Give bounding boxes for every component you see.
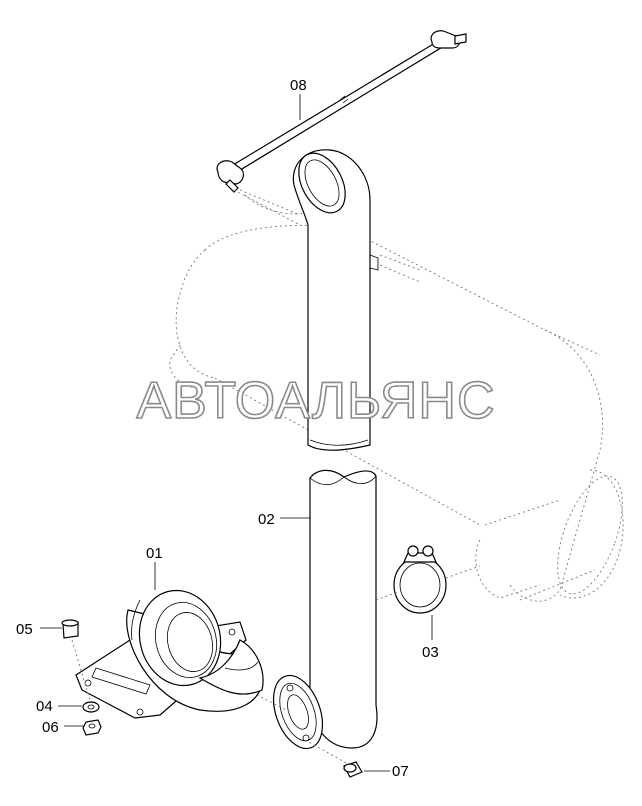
exhaust-pipe-upper: [292, 149, 379, 451]
stay-rod: [216, 30, 467, 226]
callout-04: 04: [36, 698, 53, 715]
ghost-muffler: [169, 189, 624, 602]
callout-06: 06: [42, 719, 59, 736]
callout-03: 03: [422, 644, 439, 661]
bolt-07: [304, 739, 363, 778]
washer-04: [82, 701, 100, 713]
bolt-05: [61, 619, 91, 701]
callout-05: 05: [16, 621, 33, 638]
callout-02: 02: [258, 511, 275, 528]
exhaust-pipe-lower: [309, 469, 378, 749]
pipe-clamp: [375, 545, 481, 614]
watermark-text: АВТОАЛЬЯНС: [136, 372, 495, 430]
elbow-housing: [75, 589, 264, 719]
leader-lines: [40, 94, 433, 772]
nut-06: [82, 719, 102, 736]
callout-07: 07: [392, 763, 409, 780]
callout-01: 01: [146, 545, 163, 562]
callout-08: 08: [290, 77, 307, 94]
